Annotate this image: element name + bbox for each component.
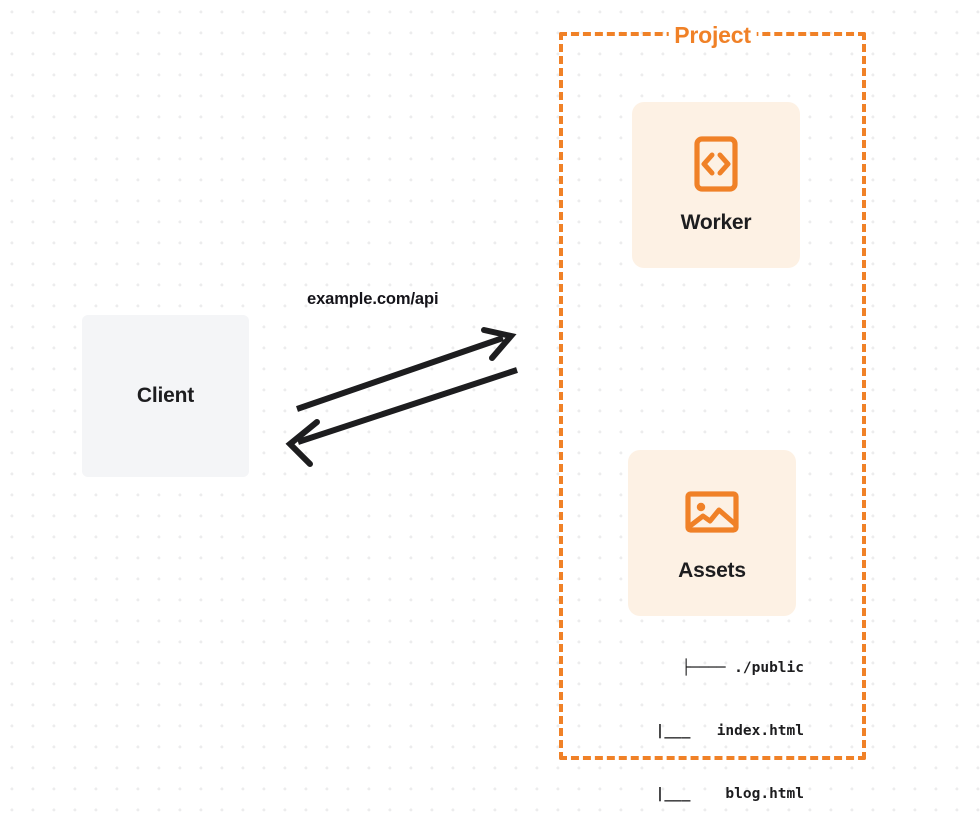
group-project-label: Project (668, 22, 757, 48)
node-assets[interactable]: Assets (628, 450, 796, 616)
group-project: Project (559, 22, 866, 760)
node-client[interactable]: Client (82, 315, 249, 477)
response-arrow (285, 367, 518, 467)
request-arrow (296, 327, 517, 412)
node-worker-label: Worker (680, 211, 752, 234)
node-worker[interactable]: Worker (632, 102, 800, 268)
image-picture-icon (685, 491, 739, 533)
assets-file-tree: ├──── ./public |___ index.html |___ blog… (604, 616, 804, 818)
file-tree-row: ├──── ./public (681, 660, 804, 676)
node-client-label: Client (136, 384, 195, 407)
request-url-label: example.com/api (307, 290, 439, 308)
file-tree-row: |___ index.html (611, 723, 804, 739)
node-assets-label: Assets (678, 559, 746, 582)
file-tree-row: |___ blog.html (611, 786, 804, 802)
code-brackets-icon (694, 136, 738, 192)
